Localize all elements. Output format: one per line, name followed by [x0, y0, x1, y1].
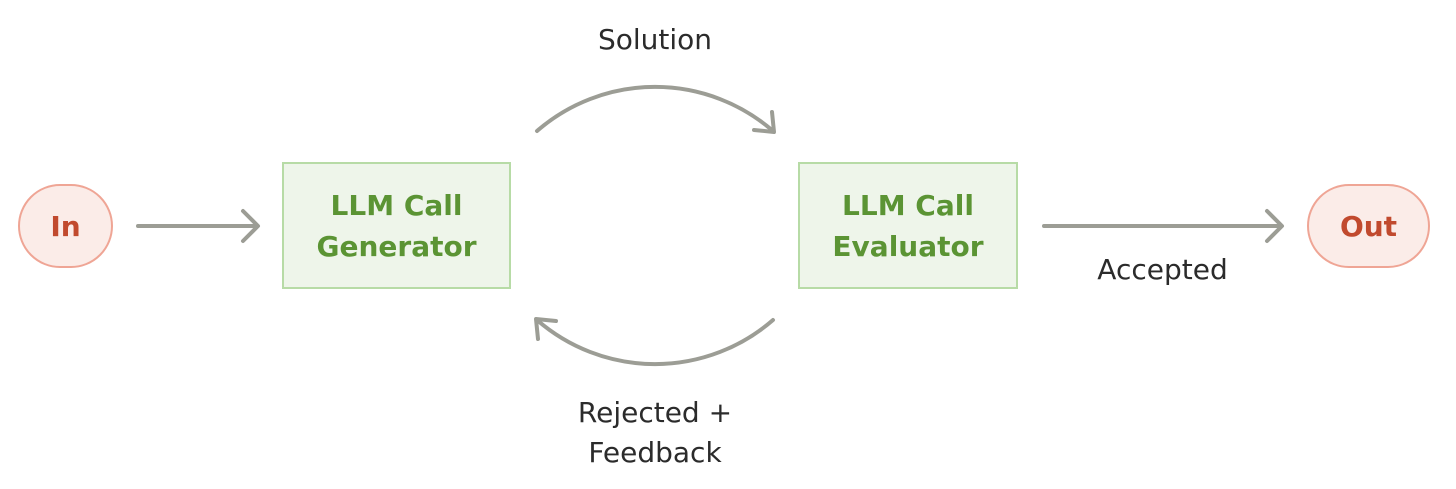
generator-node-subtitle: Generator [316, 229, 477, 263]
input-node: In [18, 184, 113, 268]
arc-solution [535, 84, 775, 133]
feedback-edge-label-line2: Feedback [588, 436, 722, 469]
feedback-edge-label-line1: Rejected + [577, 396, 733, 429]
generator-node: LLM Call Generator [282, 162, 511, 289]
evaluator-node-title: LLM Call [842, 188, 974, 222]
arrowhead-feedback [534, 317, 558, 341]
arc-feedback [535, 318, 775, 367]
input-node-label: In [50, 209, 81, 243]
accepted-edge-label: Accepted [1097, 253, 1228, 286]
evaluator-node-subtitle: Evaluator [832, 229, 984, 263]
generator-node-title: LLM Call [330, 188, 463, 222]
feedback-edge-label: Rejected + Feedback [535, 393, 775, 473]
output-node-label: Out [1339, 209, 1398, 243]
solution-edge-label: Solution [597, 23, 713, 56]
evaluator-node: LLM Call Evaluator [798, 162, 1018, 289]
arrowhead-evaluator-to-out [1265, 209, 1284, 243]
arrowhead-in-to-generator [241, 209, 260, 243]
arrowhead-solution [752, 110, 776, 134]
output-node: Out [1307, 184, 1430, 268]
